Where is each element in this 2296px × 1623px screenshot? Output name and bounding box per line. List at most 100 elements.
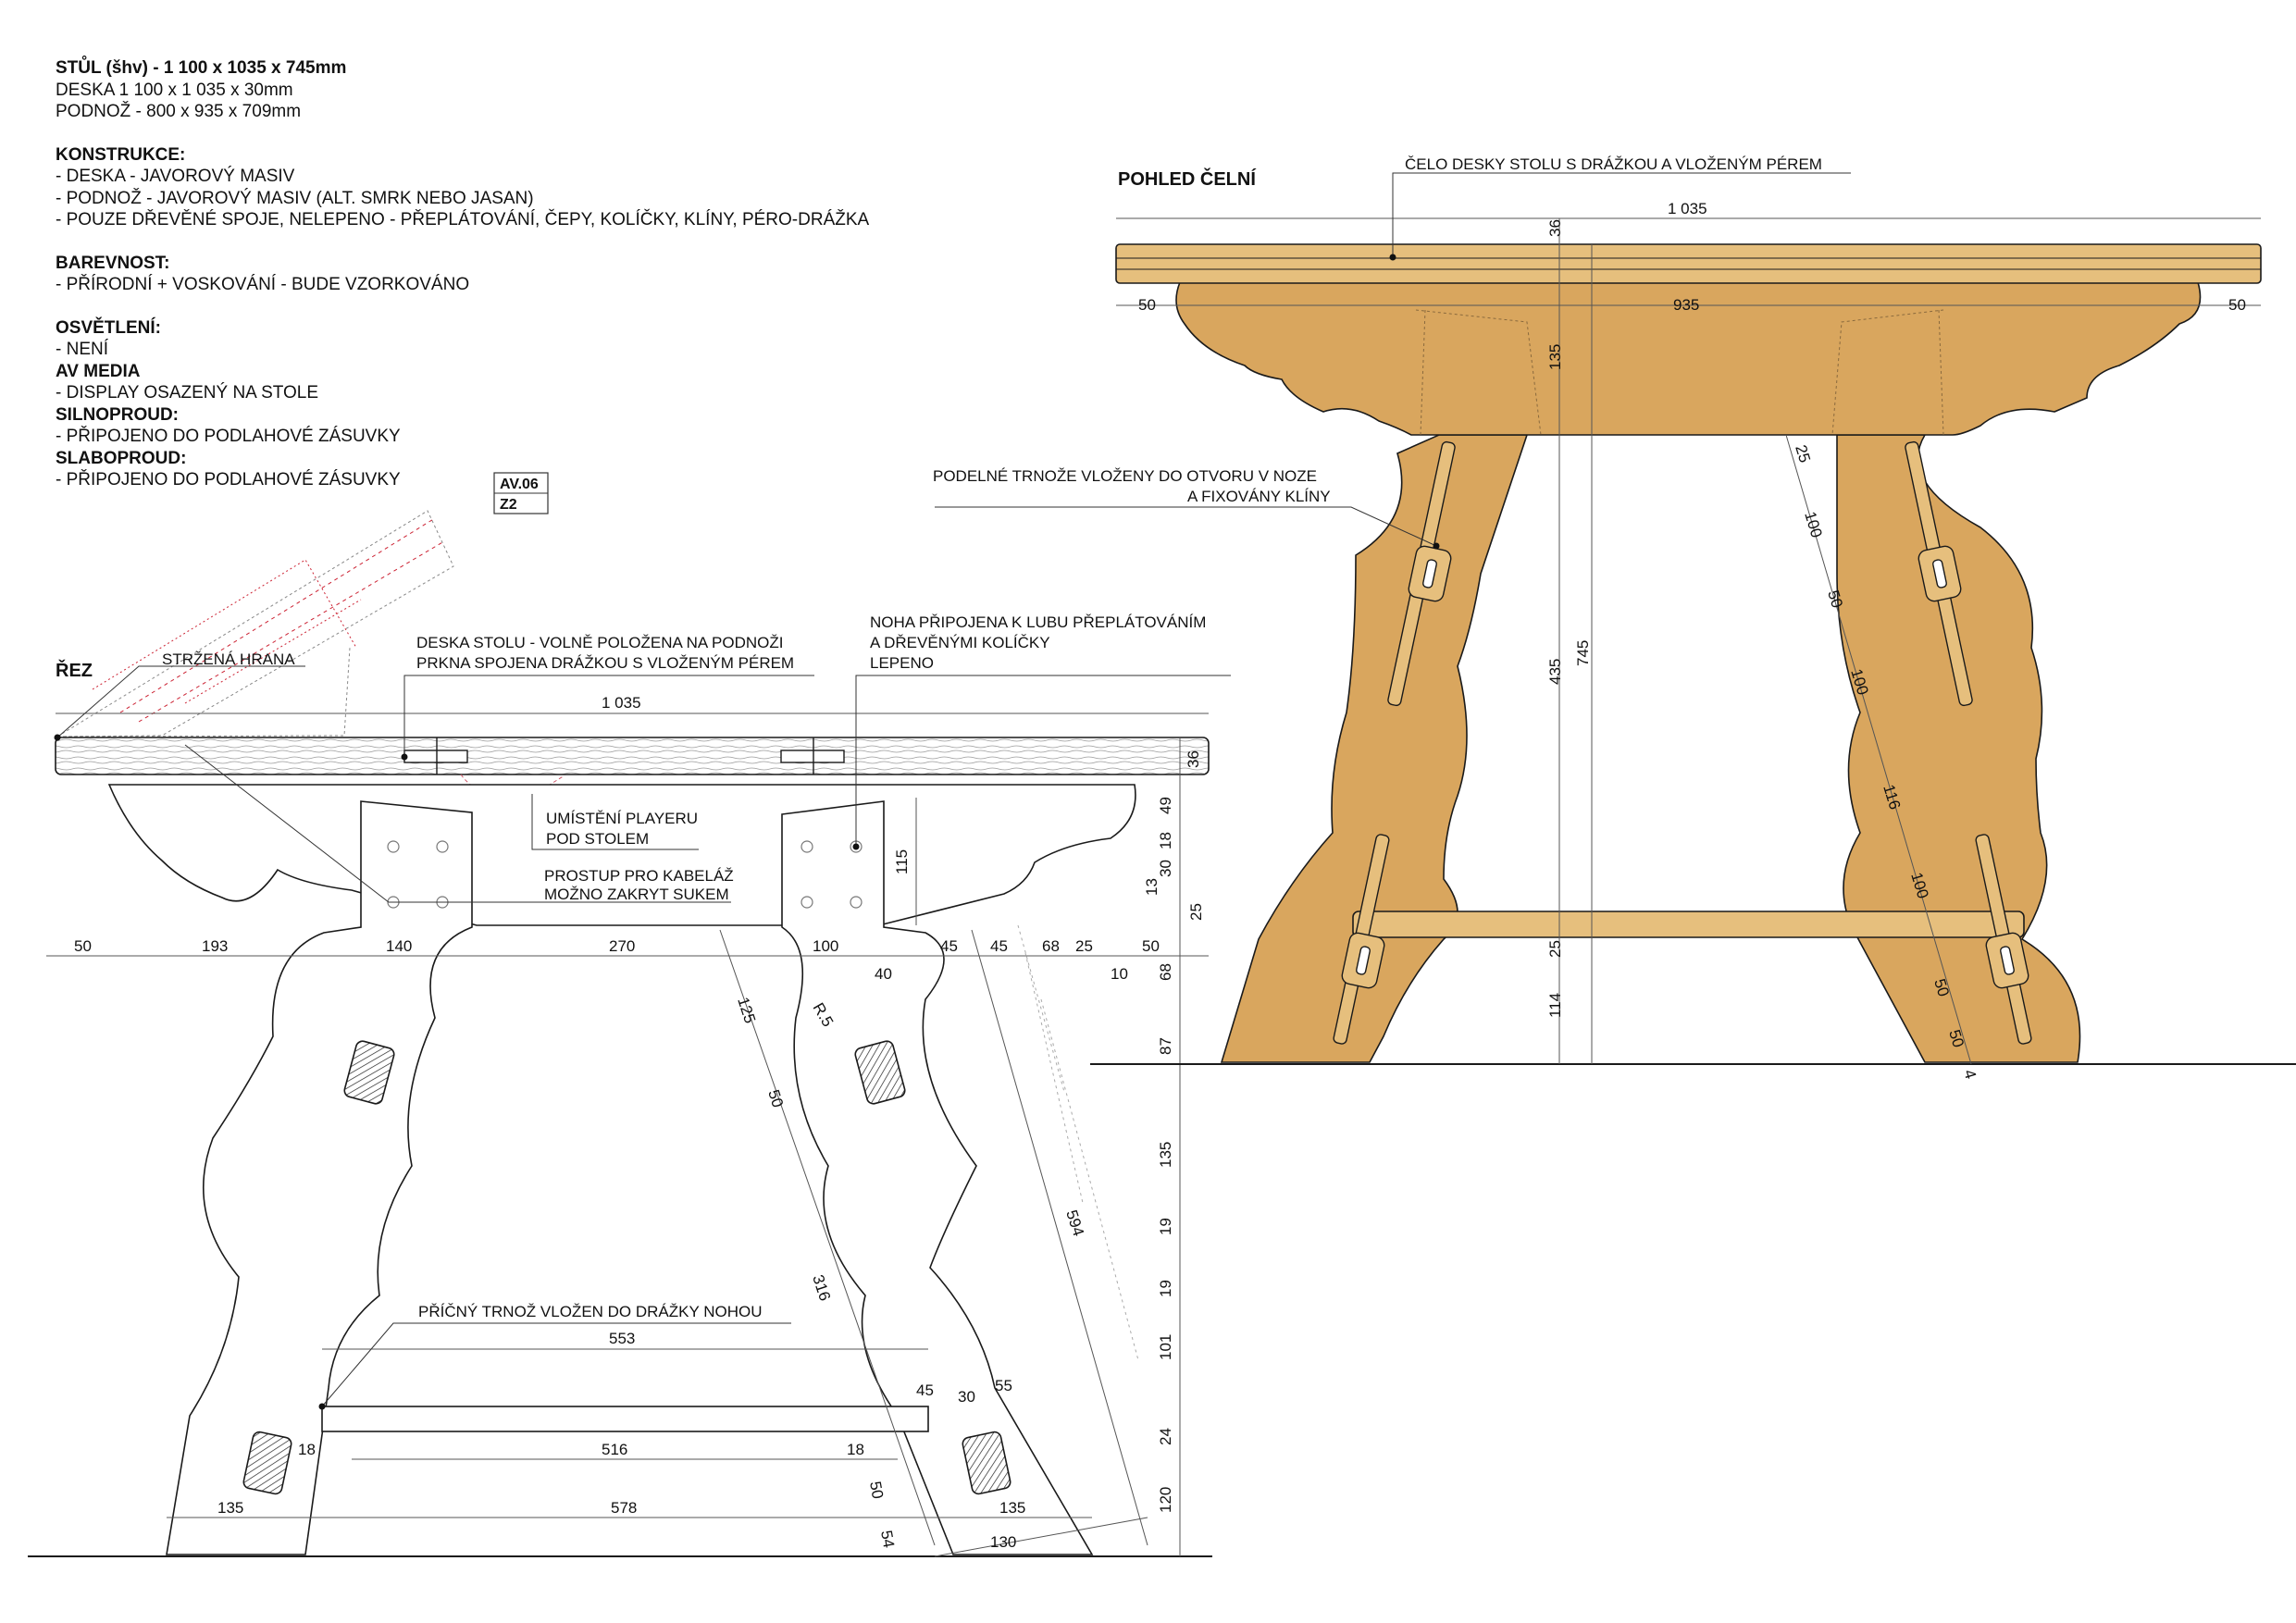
section-notes: STRŽENÁ HRANA DESKA STOLU - VOLNĚ POLOŽE… — [162, 613, 1206, 1320]
dim-50: 50 — [1142, 937, 1160, 955]
dim-floor: 114 — [1546, 993, 1564, 1018]
dim-140: 140 — [386, 937, 412, 955]
tag-code: AV.06 — [500, 477, 539, 492]
player-outline — [460, 774, 565, 799]
lighting-text: - NENÍ — [56, 340, 108, 359]
rail-note-2: A FIXOVÁNY KLÍNY — [1187, 488, 1331, 505]
dim-130: 130 — [990, 1533, 1016, 1551]
edge-note: ČELO DESKY STOLU S DRÁŽKOU A VLOŽENÝM PÉ… — [1405, 155, 1822, 173]
color-text: - PŘÍRODNÍ + VOSKOVÁNÍ - BUDE VZORKOVÁNO — [56, 275, 470, 294]
dim-87: 87 — [1157, 1037, 1174, 1055]
dowel-holes — [387, 840, 863, 909]
dim-54: 54 — [877, 1529, 898, 1549]
dim-45: 45 — [940, 937, 958, 955]
dim-inner: 935 — [1673, 296, 1699, 314]
dim-50: 50 — [866, 1480, 887, 1500]
dim-30: 30 — [1157, 860, 1174, 877]
dim-193: 193 — [202, 937, 228, 955]
dim-120: 120 — [1157, 1487, 1174, 1513]
dim-135: 135 — [999, 1499, 1025, 1517]
dim-135: 135 — [217, 1499, 243, 1517]
section-dimension-lines — [46, 712, 1209, 1557]
dim-50: 50 — [764, 1087, 787, 1109]
dim-13: 13 — [1143, 878, 1160, 896]
front-leaders — [935, 172, 1851, 547]
dim-516: 516 — [602, 1441, 627, 1458]
dim-125: 125 — [734, 995, 759, 1025]
dim-316: 316 — [809, 1272, 834, 1303]
dim-49: 49 — [1157, 797, 1174, 814]
spec-title: STŮL (šhv) - 1 100 x 1035 x 745mm — [56, 58, 347, 78]
section-leaders — [56, 665, 1231, 1407]
drawing-tag: AV.06 Z2 — [493, 472, 549, 514]
dim-578: 578 — [611, 1499, 637, 1517]
section-left-leg — [166, 800, 473, 1555]
section-dimension-labels: 1 035 36 50 193 140 270 100 45 45 68 25 … — [74, 694, 1205, 1551]
dim-width: 1 035 — [602, 694, 641, 712]
front-pegs — [1341, 545, 2029, 989]
front-dimension-labels: 1 035 36 935 50 50 135 435 745 25 114 25… — [1138, 200, 2246, 1081]
dim-45: 45 — [990, 937, 1008, 955]
dim-thickness: 36 — [1185, 750, 1202, 768]
apron-hidden-lines — [1415, 309, 1944, 436]
dim-55: 55 — [995, 1377, 1012, 1394]
power-text: - PŘIPOJENO DO PODLAHOVÉ ZÁSUVKY — [56, 427, 401, 446]
lowcurrent-heading: SLABOPROUD: — [56, 448, 187, 468]
spec-base-size: PODNOŽ - 800 x 935 x 709mm — [56, 102, 302, 121]
chamfer-sketch — [56, 510, 454, 737]
dim-68: 68 — [1157, 963, 1174, 981]
dim-100: 100 — [1801, 510, 1825, 540]
construction-item: - DESKA - JAVOROVÝ MASIV — [56, 167, 295, 186]
dim-553: 553 — [609, 1330, 635, 1347]
dim-50: 50 — [74, 937, 92, 955]
front-dimension-lines — [1116, 217, 2261, 1065]
construction-heading: KONSTRUKCE: — [56, 144, 186, 165]
dim-24: 24 — [1157, 1428, 1174, 1445]
construction-item: - PODNOŽ - JAVOROVÝ MASIV (ALT. SMRK NEB… — [56, 188, 534, 208]
dim-50: 50 — [1824, 588, 1846, 611]
power-heading: SILNOPROUD: — [56, 404, 179, 425]
front-right-leg — [1836, 434, 2081, 1063]
cable-note-1: PROSTUP PRO KABELÁŽ — [544, 867, 734, 885]
rail-mortises — [242, 1040, 1011, 1495]
lighting-heading: OSVĚTLENÍ: — [56, 317, 162, 338]
front-view: POHLED ČELNÍ — [933, 155, 2296, 1081]
dim-50: 50 — [1930, 977, 1953, 999]
dim-100: 100 — [813, 937, 838, 955]
dim-18: 18 — [1157, 832, 1174, 849]
dim-594: 594 — [1062, 1208, 1087, 1238]
tongue-joints — [403, 737, 845, 774]
dim-68: 68 — [1042, 937, 1060, 955]
dim-45: 45 — [916, 1381, 934, 1399]
dim-overhang-right: 50 — [2228, 296, 2246, 314]
dim-overhang-left: 50 — [1138, 296, 1156, 314]
section-stretcher — [321, 1406, 929, 1432]
lowcurrent-text: - PŘIPOJENO DO PODLAHOVÉ ZÁSUVKY — [56, 470, 401, 489]
dim-270: 270 — [609, 937, 635, 955]
section-tabletop — [55, 737, 1210, 775]
dim-25: 25 — [1075, 937, 1093, 955]
av-text: - DISPLAY OSAZENÝ NA STOLE — [56, 383, 319, 403]
construction-item: - POUZE DŘEVĚNÉ SPOJE, NELEPENO - PŘEPLÁ… — [56, 210, 870, 229]
front-left-leg — [1220, 434, 1529, 1063]
dim-25: 25 — [1792, 443, 1814, 465]
cable-note-2: MOŽNO ZAKRYT SUKEM — [544, 886, 729, 903]
dim-19: 19 — [1157, 1280, 1174, 1297]
chamfer-note: STRŽENÁ HRANA — [162, 650, 295, 668]
leg-note-3: LEPENO — [870, 654, 934, 672]
section-view: ŘEZ — [28, 510, 1231, 1557]
dim-135: 135 — [1157, 1142, 1174, 1168]
front-title: POHLED ČELNÍ — [1118, 167, 1256, 190]
tabletop-note-2: PRKNA SPOJENA DRÁŽKOU S VLOŽENÝM PÉREM — [416, 654, 794, 672]
player-note-1: UMÍSTĚNÍ PLAYERU — [546, 810, 698, 827]
stretcher-note: PŘÍČNÝ TRNOŽ VLOŽEN DO DRÁŽKY NOHOU — [418, 1303, 763, 1320]
av-heading: AV MEDIA — [56, 361, 141, 381]
dim-rail: 25 — [1546, 940, 1564, 958]
front-apron — [1175, 281, 2202, 436]
dim-total: 745 — [1574, 640, 1592, 666]
section-right-leg — [781, 800, 1094, 1555]
front-tabletop — [1115, 243, 2262, 284]
leg-note-2: A DŘEVĚNÝMI KOLÍČKY — [870, 634, 1050, 651]
color-heading: BAREVNOST: — [56, 253, 170, 273]
